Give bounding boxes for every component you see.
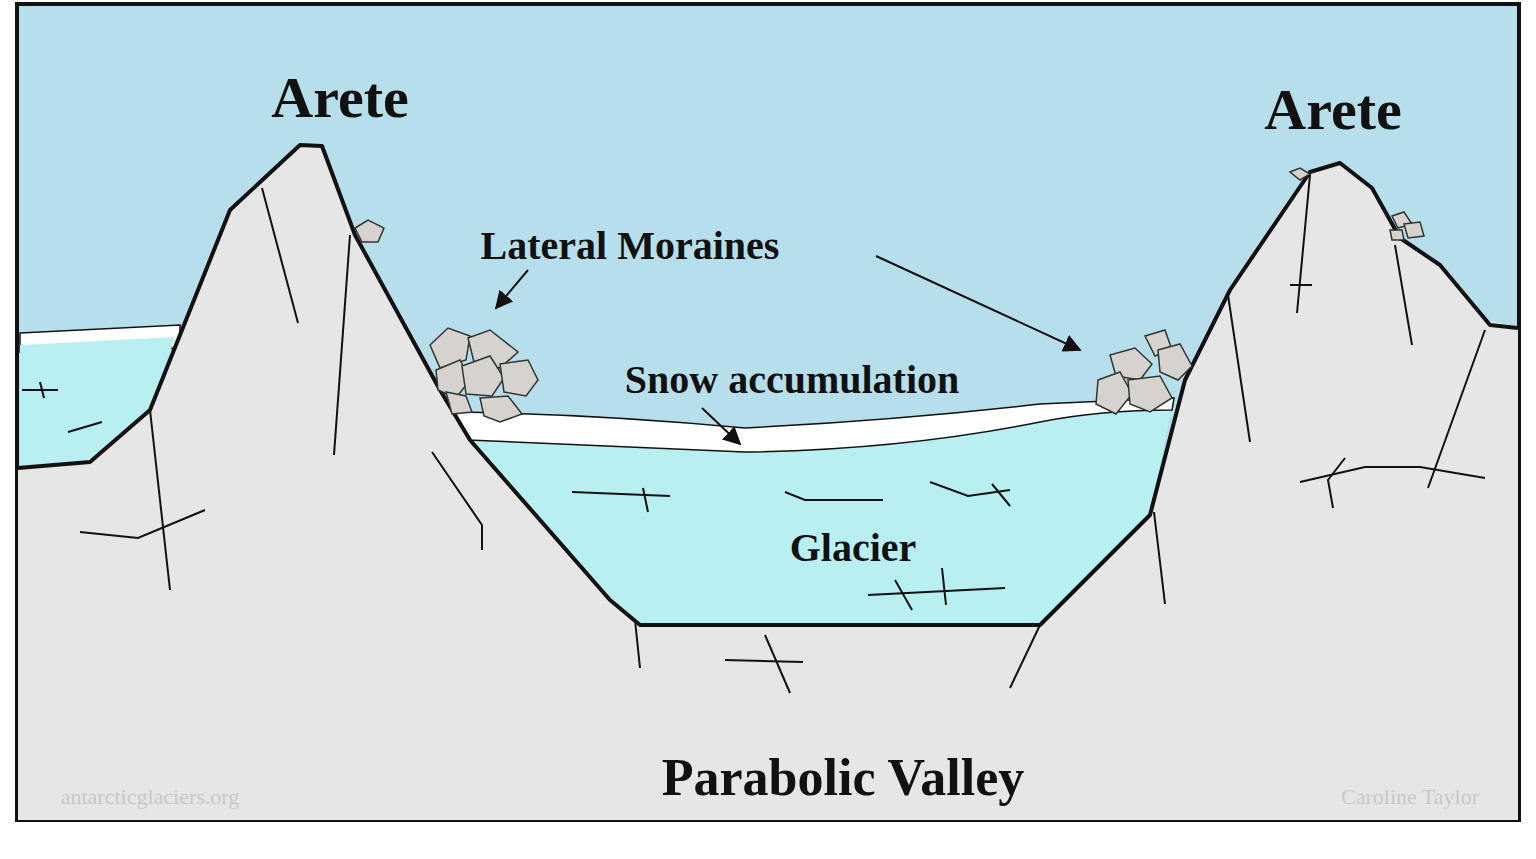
moraine-rocks bbox=[355, 168, 1424, 422]
watermark: Caroline Taylor bbox=[1341, 785, 1479, 809]
arete-label: Arete bbox=[271, 66, 408, 130]
snow-layer bbox=[455, 398, 1174, 452]
glacier-label: Glacier bbox=[790, 526, 917, 570]
moraine-label: Lateral Moraines bbox=[481, 224, 780, 268]
rock-joints bbox=[22, 175, 1485, 693]
snow-label: Snow accumulation bbox=[625, 358, 960, 402]
sky bbox=[17, 4, 1519, 820]
bedrock bbox=[18, 145, 1518, 820]
watermark: antarcticglaciers.org bbox=[61, 785, 240, 809]
leader-arrow bbox=[496, 256, 1080, 444]
diagram-title: Parabolic Valley bbox=[662, 749, 1025, 806]
arete-label: Arete bbox=[1264, 78, 1401, 142]
valley-profile bbox=[18, 145, 1518, 625]
